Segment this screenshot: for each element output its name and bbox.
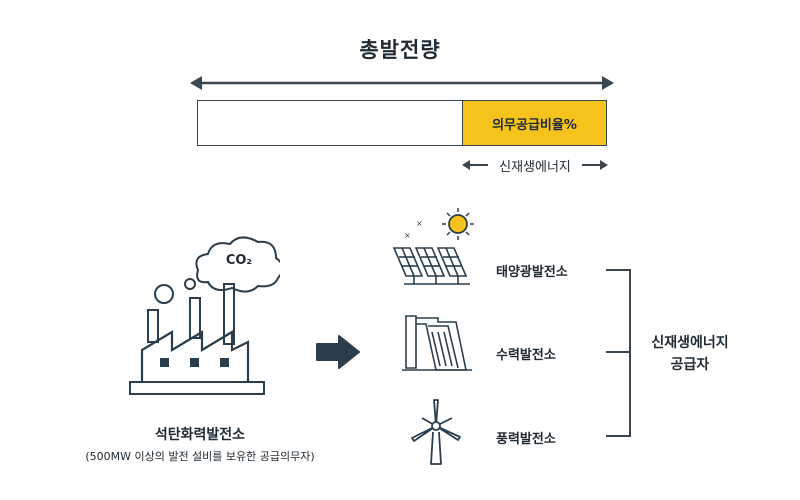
svg-text:×: × [416, 219, 423, 228]
solar-plant-label: 태양광발전소 [496, 265, 568, 280]
coal-plant-note: (500MW 이상의 발전 설비를 보유한 공급의무자) [85, 450, 315, 463]
renewable-range-arrow [462, 160, 608, 170]
factory-icon: CO₂ [129, 236, 280, 395]
hydro-plant-label: 수력발전소 [496, 348, 556, 363]
total-generation-arrow [190, 76, 614, 90]
solar-panel-icon: × × [392, 208, 474, 285]
total-generation-bar: 의무공급비율% [197, 100, 607, 146]
supplier-bracket [606, 269, 631, 437]
mandatory-ratio-segment: 의무공급비율% [462, 101, 606, 145]
co2-label: CO₂ [226, 253, 252, 268]
svg-text:×: × [404, 231, 411, 240]
wind-plant-label: 풍력발전소 [496, 432, 556, 447]
renewable-supplier-line1: 신재생에너지 [651, 335, 729, 351]
coal-plant-label: 석탄화력발전소 [154, 427, 246, 443]
wind-turbine-icon [411, 399, 461, 465]
diagram-title: 총발전량 [359, 38, 441, 62]
hydro-dam-icon [402, 315, 472, 371]
mandatory-ratio-label: 의무공급비율% [492, 117, 577, 133]
renewable-label: 신재생에너지 [499, 160, 571, 175]
arrow-right-icon [316, 335, 360, 369]
co2-cloud-icon [195, 236, 280, 293]
renewable-supplier-label: 신재생에너지 공급자 [640, 332, 740, 376]
renewable-supplier-line2: 공급자 [670, 357, 710, 373]
